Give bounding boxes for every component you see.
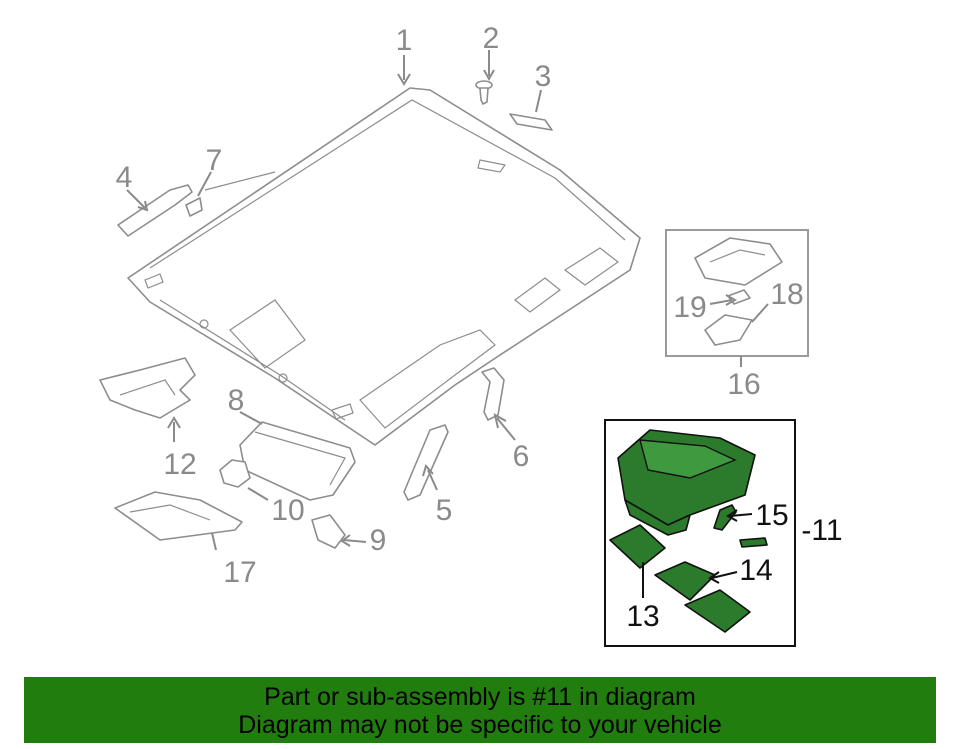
callout-7: 7: [206, 144, 223, 177]
callout-2: 2: [483, 22, 500, 55]
callout-16: 16: [727, 368, 760, 401]
headliner-part: [127, 87, 641, 446]
callout-3: 3: [535, 60, 552, 93]
callout-6: 6: [513, 440, 530, 473]
callout-labels: 1 2 3 4 7 8 12 10 9 5 6 17 19 18 16 15 -…: [116, 22, 843, 633]
callout-4: 4: [116, 161, 133, 194]
trim-panel-part: [114, 491, 243, 541]
callout-1: 1: [396, 24, 413, 57]
callout-18: 18: [770, 278, 803, 311]
callout-14: 14: [739, 554, 772, 587]
sun-visor-part: [239, 421, 356, 501]
callout-15: 15: [755, 499, 788, 532]
grab-handle-rear-part: [481, 367, 505, 421]
callout-8: 8: [228, 384, 245, 417]
callout-9: 9: [370, 524, 387, 557]
bolt-part: [475, 80, 493, 105]
callout-17: 17: [223, 556, 256, 589]
callout-13: 13: [626, 600, 659, 633]
mount-bracket-part: [99, 357, 196, 419]
callout-19: 19: [673, 291, 706, 324]
callout-5: 5: [436, 494, 453, 527]
callout-11: -11: [801, 514, 842, 547]
banner-line-1: Part or sub-assembly is #11 in diagram: [264, 683, 696, 711]
callout-12: 12: [163, 448, 196, 481]
overhead-console-box: [604, 419, 796, 647]
leader-lines: [126, 50, 769, 598]
dome-lamp-box: [665, 229, 809, 357]
grab-handle-part: [403, 424, 449, 501]
info-banner: Part or sub-assembly is #11 in diagram D…: [24, 677, 936, 743]
visor-holder-part: [219, 459, 251, 488]
callout-10: 10: [271, 494, 304, 527]
banner-line-2: Diagram may not be specific to your vehi…: [238, 711, 722, 739]
visor-clip-part: [311, 514, 346, 549]
clip-part: [185, 197, 203, 217]
label-pad-part: [509, 113, 553, 131]
handle-bracket-part: [117, 184, 193, 237]
